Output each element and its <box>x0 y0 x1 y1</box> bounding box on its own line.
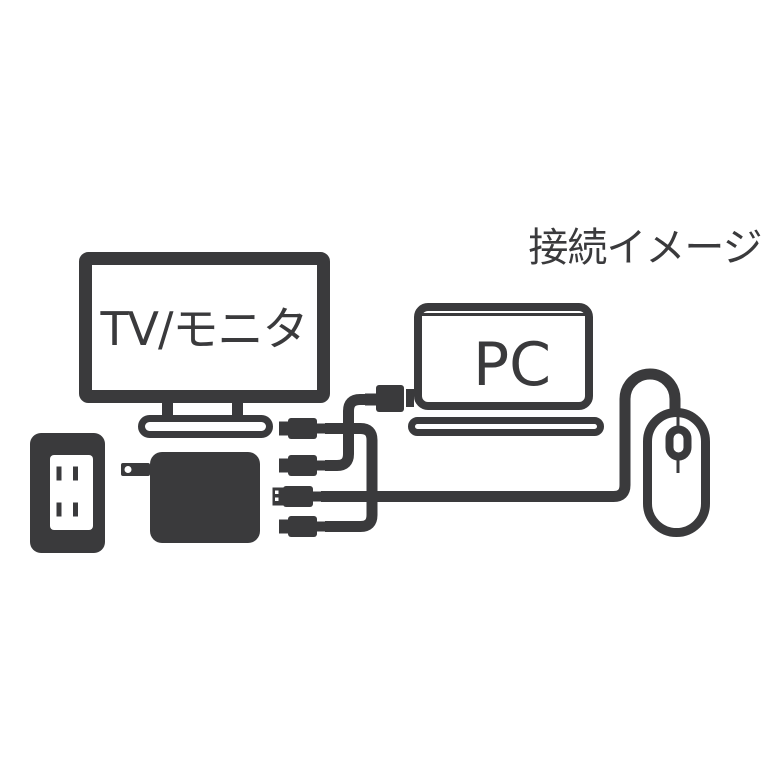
hub-plugs <box>272 418 325 537</box>
plug-neck <box>317 460 325 471</box>
adapter-body <box>150 452 260 543</box>
outlet-slot <box>73 502 78 517</box>
usb-contact <box>275 497 279 501</box>
laptop-base <box>408 417 604 436</box>
pc-plug-icon <box>365 385 414 412</box>
tv-monitor-icon: TV/モニタ <box>79 252 330 438</box>
outlet-face <box>50 455 93 530</box>
plug-body <box>283 486 313 507</box>
diagram-title: 接続イメージ <box>528 225 761 271</box>
plug-neck <box>317 521 325 532</box>
usb-contact <box>275 490 279 494</box>
plug-tip <box>279 519 288 534</box>
pc-label: PC <box>473 330 551 400</box>
mouse-cable <box>321 368 681 502</box>
plug-body <box>288 455 317 476</box>
wall-outlet-icon <box>30 433 105 553</box>
tv-stand-leg-right <box>232 401 243 417</box>
cables <box>321 368 681 532</box>
plug-neck <box>313 491 321 502</box>
hub-plug-4-icon <box>279 516 325 537</box>
mouse-scroll-wheel <box>665 425 692 461</box>
outlet-slot <box>56 466 62 481</box>
tv-stand-base <box>138 415 273 438</box>
adapter-prong-hole <box>124 466 132 473</box>
outlet-slot <box>56 502 62 517</box>
mouse-icon <box>643 408 710 537</box>
tv-label: TV/モニタ <box>99 302 307 356</box>
hub-plug-1-icon <box>279 418 325 439</box>
plug-neck <box>317 423 325 434</box>
hub-plug-2-icon <box>279 455 325 476</box>
tv-stand-leg-left <box>162 401 173 417</box>
outlet-slot <box>73 466 78 481</box>
plug-body <box>376 385 404 412</box>
laptop-port <box>406 389 414 407</box>
plug-body <box>288 418 317 439</box>
plug-tip <box>279 458 288 473</box>
plug-collar <box>365 393 376 406</box>
laptop-screen <box>414 303 593 410</box>
usb-plug-icon <box>272 486 321 507</box>
power-adapter-icon <box>121 452 260 543</box>
laptop-icon: PC <box>408 303 604 436</box>
plug-body <box>288 516 317 537</box>
plug-tip <box>279 421 288 436</box>
tv-screen <box>79 252 330 403</box>
loop-cable <box>325 423 378 532</box>
plug-tip <box>272 487 284 506</box>
